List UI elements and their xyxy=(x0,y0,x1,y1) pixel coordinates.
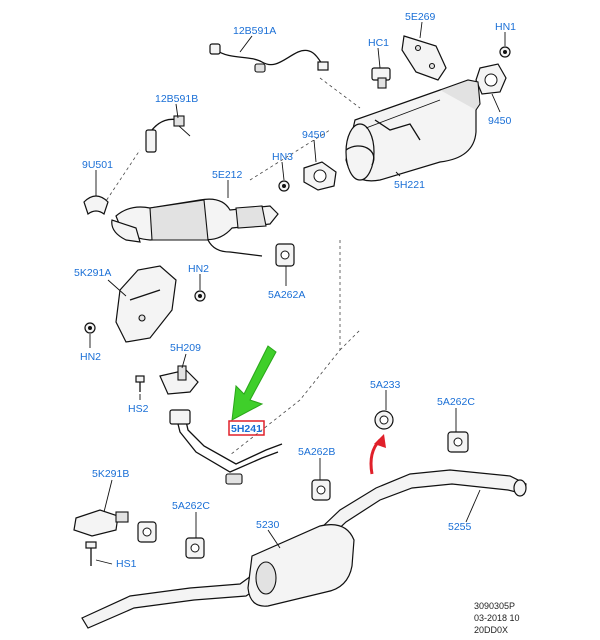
label-hc1: HC1 xyxy=(368,37,389,49)
footer-code: 3090305P xyxy=(474,601,515,611)
pipe-5h241 xyxy=(169,409,283,485)
label-hn1: HN1 xyxy=(495,21,516,33)
label-12b591a: 12B591A xyxy=(233,25,276,37)
label-hn3: HN3 xyxy=(272,151,293,163)
highlight-box-5h241 xyxy=(228,420,265,436)
label-5h209: 5H209 xyxy=(170,342,201,354)
label-9450-left: 9450 xyxy=(302,129,326,141)
label-5255: 5255 xyxy=(448,521,472,533)
footer-date: 03-2018 10 xyxy=(474,613,520,623)
catalyst-5e212 xyxy=(111,198,279,257)
label-5a262c-top: 5A262C xyxy=(437,396,475,408)
sensor-12b591b xyxy=(145,115,191,153)
tailpipe-tip xyxy=(513,479,527,497)
gasket-9450-right xyxy=(475,63,507,95)
insulator-5a262c-top xyxy=(447,431,469,453)
clip-hc1 xyxy=(371,67,391,89)
screw-hs2 xyxy=(135,375,145,392)
label-9450-right: 9450 xyxy=(488,115,512,127)
label-5a262a: 5A262A xyxy=(268,289,305,301)
nut-hn3 xyxy=(278,180,290,192)
label-12b591b: 12B591B xyxy=(155,93,198,105)
nut-hn2-upper xyxy=(194,290,206,302)
green-arrow-icon xyxy=(231,345,277,421)
nut-hn2-lower xyxy=(84,322,96,334)
label-5a262c-bottom: 5A262C xyxy=(172,500,210,512)
label-hs2: HS2 xyxy=(128,403,149,415)
clamp-5a233 xyxy=(374,410,394,430)
label-5a262b: 5A262B xyxy=(298,446,335,458)
gasket-9450-left xyxy=(303,161,337,191)
label-5h221: 5H221 xyxy=(394,179,425,191)
clamp-9u501 xyxy=(83,186,109,215)
label-hn2-upper: HN2 xyxy=(188,263,209,275)
label-5k291b: 5K291B xyxy=(92,468,129,480)
bracket-5e269 xyxy=(401,35,447,81)
footer-reference: 3090305P 03-2018 10 20DD0X xyxy=(474,601,520,635)
nut-hn1 xyxy=(499,46,511,58)
footer-ref: 20DD0X xyxy=(474,625,508,635)
heatshield-5k291a xyxy=(115,265,177,343)
part-labels: 12B591A 5E269 HN1 HC1 12B591B 9450 9450 … xyxy=(74,11,516,570)
insulator-5a262c-bottom xyxy=(137,521,205,559)
label-5a233: 5A233 xyxy=(370,379,401,391)
muffler-5230 xyxy=(247,524,355,607)
insulator-5a262b xyxy=(311,479,331,501)
dpf-5h221 xyxy=(345,79,481,182)
insulator-5a262a xyxy=(275,243,295,267)
red-arrow-icon xyxy=(369,434,386,475)
label-5k291a: 5K291A xyxy=(74,267,111,279)
leader-lines xyxy=(89,21,506,565)
sensor-12b591a xyxy=(209,43,329,73)
label-5230: 5230 xyxy=(256,519,280,531)
label-hs1: HS1 xyxy=(116,558,137,570)
heatshield-5k291b xyxy=(73,509,129,537)
label-hn2-lower: HN2 xyxy=(80,351,101,363)
bracket-5h209 xyxy=(159,365,199,395)
label-9u501: 9U501 xyxy=(82,159,113,171)
screw-hs1 xyxy=(85,541,97,566)
label-5h241: 5H241 xyxy=(231,423,262,435)
label-5e212: 5E212 xyxy=(212,169,243,181)
label-5e269: 5E269 xyxy=(405,11,436,23)
